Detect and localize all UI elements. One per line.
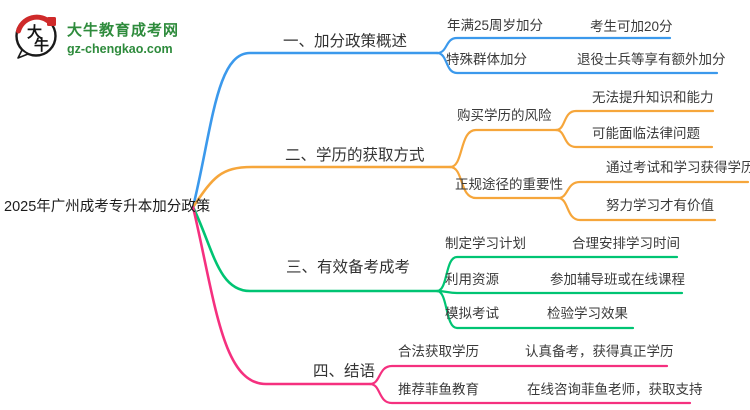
branch4-child2[interactable]: 推荐菲鱼教育 xyxy=(398,382,479,397)
branch2-child1-detail2[interactable]: 可能面临法律问题 xyxy=(592,126,700,141)
branch3-child1[interactable]: 制定学习计划 xyxy=(445,236,526,251)
branch2-child2[interactable]: 正规途径的重要性 xyxy=(455,177,563,192)
branch2-link xyxy=(191,165,452,209)
branch2-child2-row1-link xyxy=(556,180,750,200)
branch1-row2-link xyxy=(435,51,719,75)
branch2-label[interactable]: 二、学历的获取方式 xyxy=(285,147,425,164)
root-node[interactable]: 2025年广州成考专升本加分政策 xyxy=(4,199,211,215)
branch1-row1-link xyxy=(435,36,672,55)
branch1-child1[interactable]: 年满25周岁加分 xyxy=(447,18,544,33)
branch4-row2-link xyxy=(368,382,692,405)
branch1-label[interactable]: 一、加分政策概述 xyxy=(283,33,408,50)
branch4-link xyxy=(191,205,372,386)
branch3-child1-detail[interactable]: 合理安排学习时间 xyxy=(572,236,680,251)
branch3-child3-detail[interactable]: 检验学习效果 xyxy=(547,306,628,321)
branch4-row1-link xyxy=(368,364,669,386)
branch3-child2-detail[interactable]: 参加辅导班或在线课程 xyxy=(550,272,685,287)
branch2-child2-detail2[interactable]: 努力学习才有价值 xyxy=(606,198,714,213)
branch1-child2-detail[interactable]: 退役士兵等享有额外加分 xyxy=(577,52,726,67)
branch1-child2[interactable]: 特殊群体加分 xyxy=(446,52,527,67)
branch4-child2-detail[interactable]: 在线咨询菲鱼老师，获取支持 xyxy=(527,382,703,397)
logo-text-block: 大牛教育成考网 gz-chengkao.com xyxy=(67,19,179,56)
branch3-child2[interactable]: 利用资源 xyxy=(445,272,499,287)
branch2-child2-detail1[interactable]: 通过考试和学习获得学历 xyxy=(606,160,750,175)
branch2-child1-row2-link xyxy=(554,128,714,149)
branch3-row1-link xyxy=(435,255,679,293)
logo-domain: gz-chengkao.com xyxy=(67,41,173,56)
branch2-child2-row2-link xyxy=(556,196,717,222)
branch1-child1-detail[interactable]: 考生可加20分 xyxy=(590,19,673,34)
site-logo[interactable]: 大 牛 大牛教育成考网 gz-chengkao.com xyxy=(12,12,179,62)
branch3-child3[interactable]: 模拟考试 xyxy=(445,306,499,321)
branch1-link xyxy=(191,51,439,209)
branch2-child2-link xyxy=(448,165,560,200)
branch2-child1-row1-link xyxy=(554,109,715,132)
logo-site-name: 大牛教育成考网 xyxy=(67,21,180,39)
branch4-child1[interactable]: 合法获取学历 xyxy=(398,344,479,359)
branch4-child1-detail[interactable]: 认真备考，获得真正学历 xyxy=(525,344,674,359)
branch3-label[interactable]: 三、有效备考成考 xyxy=(286,259,411,276)
daniu-logo-icon: 大 牛 xyxy=(15,14,57,59)
branch4-label[interactable]: 四、结语 xyxy=(313,363,376,380)
branch3-row2-link xyxy=(435,289,684,295)
branch2-child1[interactable]: 购买学历的风险 xyxy=(457,108,552,123)
branch2-child1-detail1[interactable]: 无法提升知识和能力 xyxy=(592,90,714,105)
branch3-link xyxy=(191,205,439,293)
svg-text:牛: 牛 xyxy=(34,36,49,54)
branch2-child1-link xyxy=(448,128,558,169)
branch3-row3-link xyxy=(435,289,635,330)
svg-text:大: 大 xyxy=(27,23,42,41)
